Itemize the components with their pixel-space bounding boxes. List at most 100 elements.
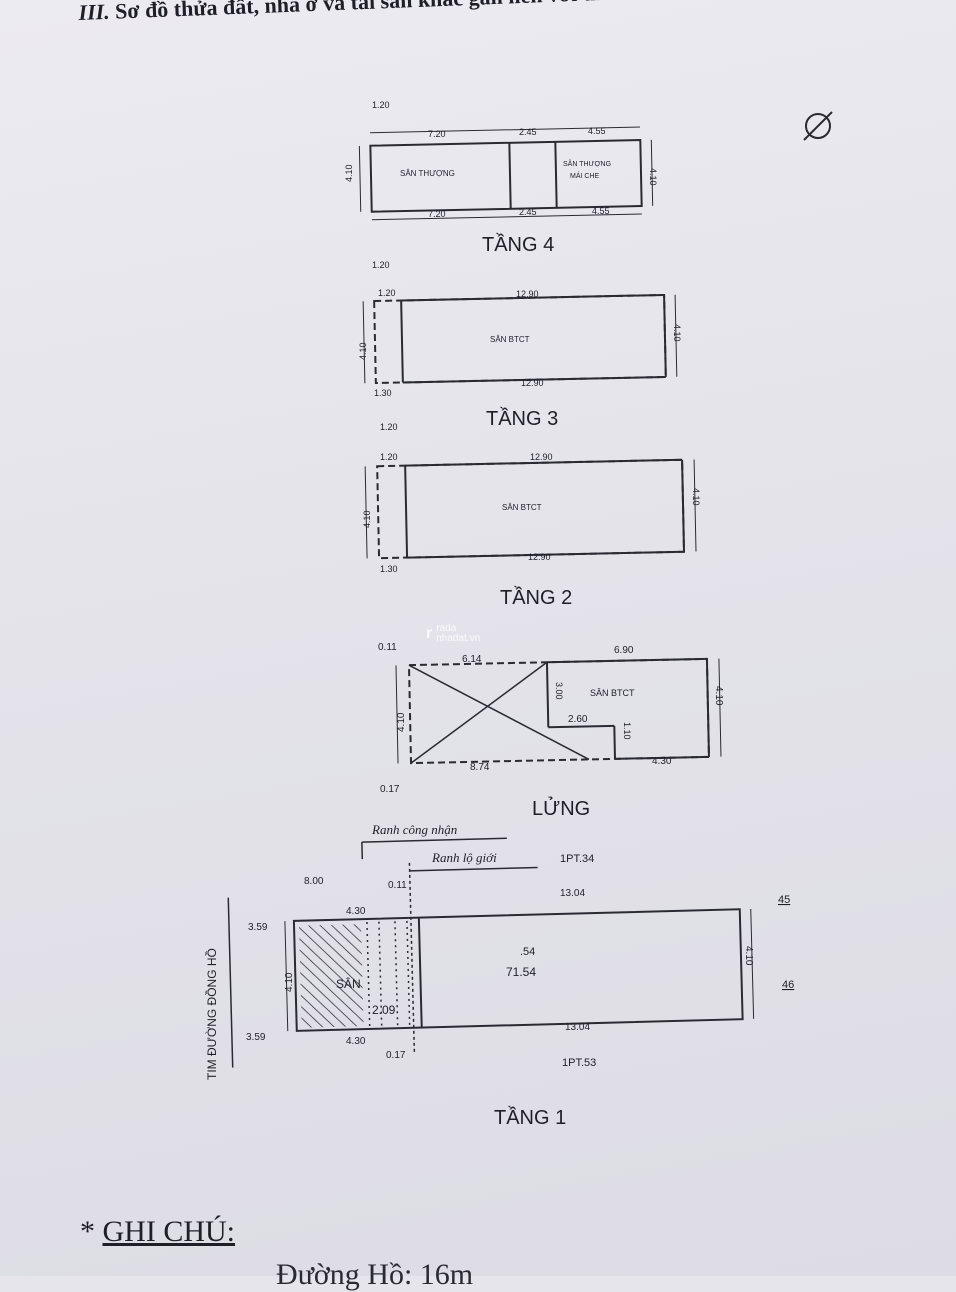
plan-lung [396,659,721,764]
dotted-line [407,921,410,1025]
tang2-wall [682,460,684,552]
dim-label: 4.10 [691,488,701,506]
dim-label: 12.90 [530,452,553,462]
floor-title-tang-4: TẦNG 4 [482,233,554,256]
neighbor-plot-label: 46 [782,979,794,991]
dim-label: 4.10 [358,342,368,360]
void-cross [409,662,549,763]
tang3-wall [401,300,403,382]
dim-label: 13.04 [560,888,585,899]
dim-label: 1.30 [374,388,392,398]
yard-hatch [299,924,364,1028]
dim-label: 4.30 [346,906,366,917]
room-label: MÁI CHE [570,171,600,180]
dim-label: 0.17 [380,784,400,795]
dim-label: 4.30 [652,756,672,767]
ranh-cong-nhan-label: Ranh công nhận [371,822,457,837]
dim-label: 4.30 [346,1036,366,1047]
floor-title-lung: LỬNG [532,796,590,820]
notes-section: * GHI CHÚ: [80,1215,235,1249]
floor-title-tang-2: TẦNG 2 [500,586,572,609]
dim-label: 4.10 [672,324,682,342]
dim-label: 2.09 [372,1003,396,1017]
dim-line [694,460,696,552]
dim-label: 4.55 [592,206,610,216]
dim-label: 12.90 [516,289,539,299]
road-centerline [228,898,232,1068]
dim-line [719,659,721,757]
tang2-wall [405,466,407,558]
dim-label: 4.10 [344,164,354,182]
room-label: SÂN BTCT [590,688,635,698]
dim-label: 3.00 [554,682,564,700]
dim-label: 1.20 [372,260,390,270]
dim-label: 12.90 [521,378,544,388]
road-centerline-label: TIM ĐƯỜNG ĐỒNG HỒ [204,948,219,1080]
dim-label: 4.10 [713,686,724,706]
notes-title: GHI CHÚ: [103,1215,236,1248]
dim-label: 4.10 [648,168,658,186]
bullet-icon: * [80,1215,95,1248]
dim-line [363,301,365,383]
note-line: Đường Hồ: 16m [276,1258,473,1292]
dim-label: 1.30 [380,564,398,574]
lung-wall [707,659,709,757]
ranh-lo-gioi-line [410,868,538,871]
dim-label: 1.20 [380,422,398,432]
plan-tang-1 [227,832,755,1068]
dim-label: 3.59 [246,1032,266,1043]
dim-label: 2.45 [519,207,537,217]
tang4-wall [555,142,556,208]
floor-title-tang-1: TẦNG 1 [494,1106,566,1129]
dim-label: 7.20 [428,129,446,139]
dim-label: 2.45 [519,127,537,137]
dim-label: 0.17 [386,1050,406,1061]
dim-label: 6.90 [614,645,634,656]
dim-label: 7.20 [428,209,446,219]
dim-label: 4.10 [396,712,407,732]
tang1-wall [419,918,422,1028]
compass-icon [804,112,832,140]
lung-wall [614,726,615,759]
neighbor-plot-label: 45 [778,894,790,906]
lung-wall [548,726,614,727]
area-label-small: .54 [520,946,535,958]
dim-label: 4.10 [284,972,295,992]
room-label: SÂN THƯỢNG [563,159,611,168]
dim-label: 0.11 [378,642,397,653]
lung-outline [409,659,709,763]
dim-label: 4.10 [743,946,754,966]
dim-label: 4.10 [362,510,372,528]
area-label: 71.54 [506,965,536,979]
dotted-line [367,922,370,1026]
plot-number-top: 1PT.34 [560,853,594,865]
lung-wall [547,662,548,727]
dim-label: 4.55 [588,126,606,136]
dim-label: 12.90 [528,552,551,562]
yard-label: SÂN [336,976,361,991]
dim-label: 8.00 [304,876,324,887]
watermark: r rada nhadat.vn [426,624,480,644]
dim-label: 2.60 [568,714,588,725]
dim-line [359,146,360,212]
lung-wall [547,659,707,662]
void-cross [409,661,589,763]
watermark-text: rada nhadat.vn [436,624,480,644]
watermark-logo: r [426,625,432,643]
room-label: SÂN BTCT [502,503,542,512]
dim-label: 1.20 [378,288,396,298]
dim-label: 13.04 [565,1022,590,1033]
watermark-line: nhadat.vn [436,633,480,644]
dim-label: 3.59 [248,922,268,933]
room-label: SÂN THƯỢNG [400,169,455,178]
room-label: SÂN BTCT [490,335,530,344]
dim-label: 8.74 [470,762,490,773]
floor-title-tang-3: TẦNG 3 [486,407,558,430]
tang3-wall [664,295,666,377]
ranh-lo-gioi-label: Ranh lộ giới [431,850,497,865]
dim-label: 1.10 [622,722,632,740]
plot-number-bottom: 1PT.53 [562,1057,596,1069]
dim-label: 1.20 [372,100,390,110]
dim-label: 6.14 [462,654,482,665]
ranh-cong-nhan-line [362,838,507,842]
